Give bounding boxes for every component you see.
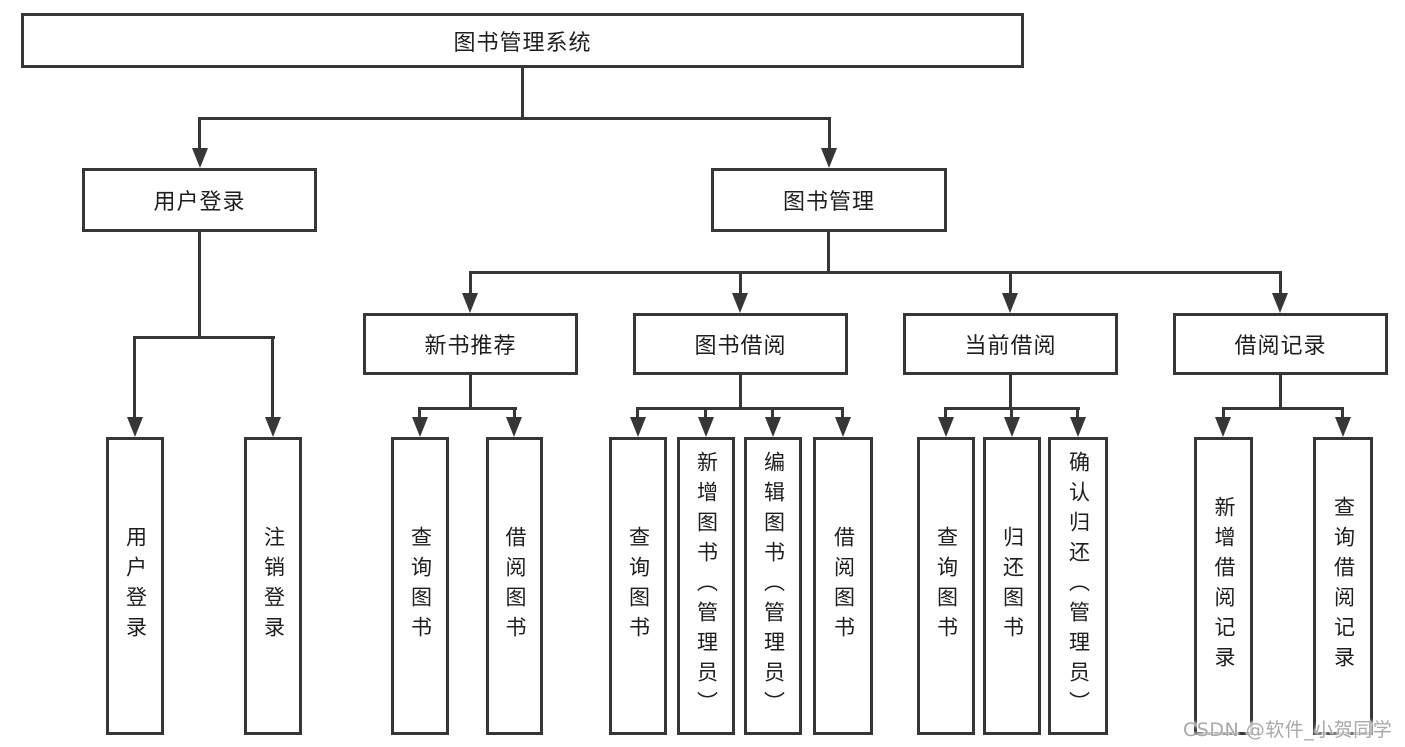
connector-userlogin-stub [198, 232, 201, 339]
node-nb-borrow: 借阅图书 [486, 437, 543, 735]
connector-drop-br-query [1341, 407, 1344, 421]
connector-drop-borrowrecords [1279, 271, 1282, 297]
connector-drop-bb-borrow [841, 407, 844, 421]
node-cb-return-label: 归还图书 [1000, 526, 1025, 646]
arrowhead-down-icon [835, 417, 851, 437]
arrowhead-down-icon [630, 417, 646, 437]
node-cb-confirm: 确认归还（管理员） [1048, 437, 1108, 735]
connector-userlogin-hline [133, 336, 275, 339]
arrowhead-down-icon [765, 417, 781, 437]
node-br-query-label: 查询借阅记录 [1331, 496, 1356, 676]
arrowhead-down-icon [462, 293, 478, 313]
connector-drop-newbookrec [469, 271, 472, 297]
node-nb-borrow-label: 借阅图书 [503, 526, 527, 646]
connector-drop-nb-query [418, 407, 421, 421]
node-user-login: 用户登录 [82, 168, 317, 232]
node-bb-add-label: 新增图书（管理员） [694, 451, 719, 721]
node-book-borrow-label: 图书借阅 [694, 334, 787, 359]
node-root-label: 图书管理系统 [453, 30, 592, 56]
arrowhead-down-icon [127, 417, 143, 437]
node-cb-query-label: 查询图书 [934, 526, 959, 646]
connector-drop-ul-logout [271, 336, 274, 421]
connector-drop-bb-add [704, 407, 707, 421]
csdn-watermark: CSDN @软件_小贺同学 [1183, 719, 1393, 741]
arrowhead-down-icon [412, 417, 428, 437]
connector-drop-bookborrow [739, 271, 742, 297]
connector-br-stub [1279, 375, 1282, 410]
node-br-query: 查询借阅记录 [1313, 437, 1373, 735]
arrowhead-down-icon [698, 417, 714, 437]
node-bb-edit: 编辑图书（管理员） [744, 437, 802, 735]
connector-root-stub [521, 68, 524, 119]
arrowhead-down-icon [1215, 417, 1231, 437]
connector-drop-cb-query [944, 407, 947, 421]
connector-bookmgmt-stub [827, 232, 830, 274]
node-nb-query: 查询图书 [391, 437, 449, 735]
node-bb-borrow: 借阅图书 [813, 437, 873, 735]
node-bb-add: 新增图书（管理员） [677, 437, 735, 735]
connector-drop-currentborrow [1009, 271, 1012, 297]
arrowhead-down-icon [821, 148, 837, 168]
arrowhead-down-icon [1272, 293, 1288, 313]
node-cb-query: 查询图书 [917, 437, 975, 735]
connector-drop-bb-edit [771, 407, 774, 421]
arrowhead-down-icon [1070, 417, 1086, 437]
connector-bb-hline [636, 407, 844, 410]
node-br-add: 新增借阅记录 [1194, 437, 1253, 735]
node-borrow-records: 借阅记录 [1173, 313, 1388, 375]
connector-root-hline [198, 117, 831, 120]
arrowhead-down-icon [938, 417, 954, 437]
node-bb-borrow-label: 借阅图书 [831, 526, 856, 646]
node-ul-logout-label: 注销登录 [261, 526, 286, 646]
node-bb-query-label: 查询图书 [626, 526, 651, 646]
node-ul-user-login-label: 用户登录 [123, 526, 148, 646]
node-root: 图书管理系统 [21, 13, 1024, 68]
connector-bb-stub [739, 375, 742, 410]
arrowhead-down-icon [1002, 293, 1018, 313]
connector-drop-book-mgmt [828, 117, 831, 152]
node-cb-return: 归还图书 [983, 437, 1041, 735]
node-ul-user-login: 用户登录 [106, 437, 164, 735]
arrowhead-down-icon [1335, 417, 1351, 437]
node-bb-query: 查询图书 [609, 437, 667, 735]
node-new-book-rec: 新书推荐 [363, 313, 578, 375]
connector-drop-cb-confirm [1076, 407, 1079, 421]
connector-drop-user-login [198, 117, 201, 152]
node-bb-edit-label: 编辑图书（管理员） [761, 451, 786, 721]
node-borrow-records-label: 借阅记录 [1234, 334, 1327, 359]
connector-nb-hline [418, 407, 517, 410]
node-book-borrow: 图书借阅 [633, 313, 848, 375]
node-book-mgmt: 图书管理 [711, 168, 947, 232]
connector-drop-cb-return [1010, 407, 1013, 421]
node-new-book-rec-label: 新书推荐 [424, 334, 517, 359]
node-cb-confirm-label: 确认归还（管理员） [1066, 451, 1091, 721]
node-nb-query-label: 查询图书 [408, 526, 433, 646]
node-user-login-label: 用户登录 [153, 190, 246, 215]
node-current-borrow: 当前借阅 [903, 313, 1118, 375]
connector-cb-stub [1009, 375, 1012, 410]
connector-bookmgmt-hline [469, 271, 1282, 274]
node-current-borrow-label: 当前借阅 [964, 334, 1057, 359]
arrowhead-down-icon [732, 293, 748, 313]
connector-drop-nb-borrow [513, 407, 516, 421]
connector-drop-br-add [1222, 407, 1225, 421]
connector-nb-stub [469, 375, 472, 410]
arrowhead-down-icon [506, 417, 522, 437]
node-br-add-label: 新增借阅记录 [1212, 496, 1236, 676]
connector-br-hline [1222, 407, 1344, 410]
node-book-mgmt-label: 图书管理 [782, 190, 875, 215]
connector-drop-ul-login [133, 336, 136, 421]
arrowhead-down-icon [1004, 417, 1020, 437]
node-ul-logout: 注销登录 [244, 437, 302, 735]
connector-drop-bb-query [636, 407, 639, 421]
arrowhead-down-icon [265, 417, 281, 437]
arrowhead-down-icon [192, 148, 208, 168]
